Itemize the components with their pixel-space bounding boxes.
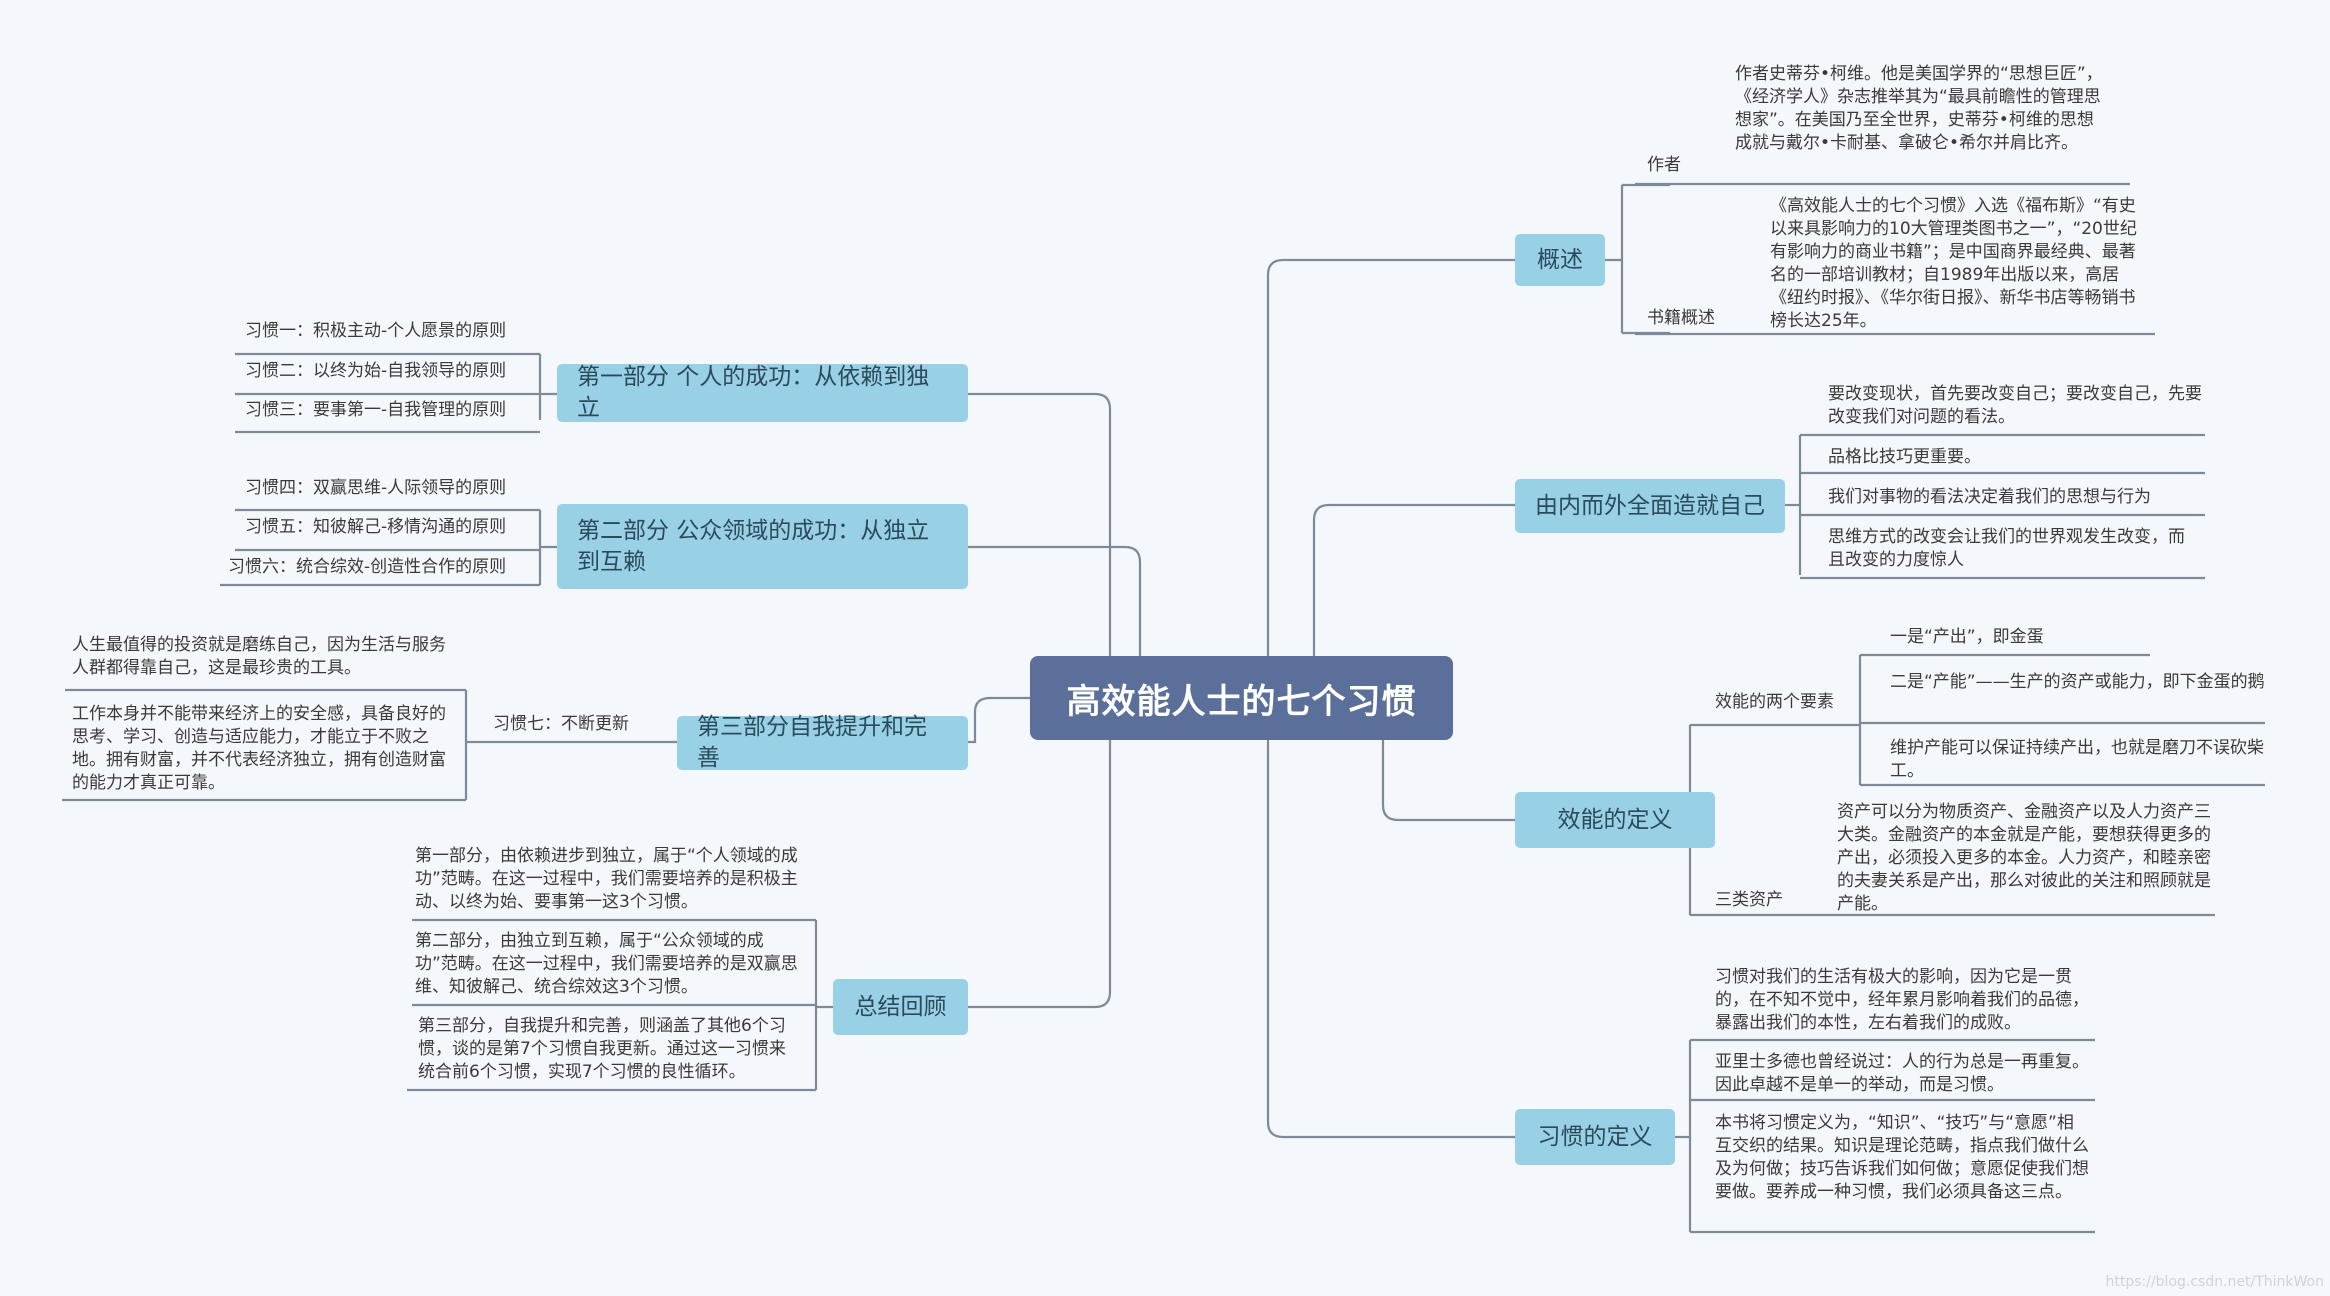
part1-habit3: 习惯三：要事第一-自我管理的原则	[245, 400, 507, 420]
summary-item-3: 第三部分，自我提升和完善，则涵盖了其他6个习惯，谈的是第7个习惯自我更新。通过这…	[418, 1016, 786, 1082]
habitdef-item-2: 亚里士多德也曾经说过：人的行为总是一再重复。因此卓越不是单一的举动，而是习惯。	[1715, 1052, 2089, 1095]
summary-item-1: 第一部分，由依赖进步到独立，属于“个人领域的成功”范畴。在这一过程中，我们需要培…	[415, 846, 798, 912]
part3-note-1: 人生最值得的投资就是磨练自己，因为生活与服务人群都得靠自己，这是最珍贵的工具。	[72, 635, 446, 678]
effect-two-label: 效能的两个要素	[1715, 692, 1834, 712]
branch-habit-def[interactable]: 习惯的定义	[1515, 1109, 1675, 1165]
link-root-summary	[968, 740, 1112, 1009]
link-root-insideout	[1312, 503, 1515, 656]
overview-book-text: 《高效能人士的七个习惯》入选《福布斯》“有史以来具影响力的10大管理类图书之一”…	[1770, 196, 2137, 331]
watermark: https://blog.csdn.net/ThinkWon	[2105, 1274, 2324, 1290]
part3-note-2: 工作本身并不能带来经济上的安全感，具备良好的思考、学习、创造与适应能力，才能立于…	[72, 704, 446, 793]
habitdef-item-1: 习惯对我们的生活有极大的影响，因为它是一贯的，在不知不觉中，经年累月影响着我们的…	[1715, 967, 2089, 1033]
insideout-item-2: 品格比技巧更重要。	[1828, 447, 1981, 467]
branch-part2[interactable]: 第二部分 公众领域的成功：从独立到互赖	[557, 504, 968, 589]
effect-two-item-1: 一是“产出”，即金蛋	[1890, 627, 2044, 647]
effect-two-item-3: 维护产能可以保证持续产出，也就是磨刀不误砍柴工。	[1890, 738, 2264, 781]
insideout-item-1: 要改变现状，首先要改变自己；要改变自己，先要改变我们对问题的看法。	[1828, 384, 2202, 427]
part3-habit7-label: 习惯七：不断更新	[493, 714, 629, 734]
overview-author-text: 作者史蒂芬•柯维。他是美国学界的“思想巨匠”，《经济学人》杂志推举其为“最具前瞻…	[1735, 64, 2103, 153]
branch-inside-out[interactable]: 由内而外全面造就自己	[1515, 479, 1785, 533]
link-root-part2	[968, 545, 1142, 656]
branch-part3[interactable]: 第三部分自我提升和完善	[677, 714, 968, 771]
part2-habit4: 习惯四：双赢思维-人际领导的原则	[245, 478, 507, 498]
root-topic[interactable]: 高效能人士的七个习惯	[1030, 656, 1453, 740]
part1-habit2: 习惯二：以终为始-自我领导的原则	[245, 361, 507, 381]
part2-habit6: 习惯六：统合综效-创造性合作的原则	[228, 557, 507, 577]
link-root-overview	[1266, 258, 1515, 656]
branch-part1[interactable]: 第一部分 个人的成功：从依赖到独立	[557, 364, 968, 422]
link-root-effect	[1381, 740, 1515, 822]
branch-overview[interactable]: 概述	[1515, 234, 1605, 286]
part1-habit1: 习惯一：积极主动-个人愿景的原则	[245, 321, 507, 341]
overview-author-label: 作者	[1647, 155, 1681, 175]
insideout-item-4: 思维方式的改变会让我们的世界观发生改变，而且改变的力度惊人	[1828, 527, 2185, 570]
part2-habit5: 习惯五：知彼解己-移情沟通的原则	[245, 517, 507, 537]
link-root-part3	[968, 696, 1030, 744]
link-root-habitdef	[1266, 740, 1515, 1139]
branch-summary[interactable]: 总结回顾	[833, 979, 968, 1035]
insideout-item-3: 我们对事物的看法决定着我们的思想与行为	[1828, 487, 2151, 507]
branch-effectiveness[interactable]: 效能的定义	[1515, 792, 1715, 848]
effect-two-item-2: 二是“产能”——生产的资产或能力，即下金蛋的鹅	[1890, 672, 2265, 692]
overview-book-label: 书籍概述	[1647, 308, 1715, 328]
effect-assets-label: 三类资产	[1715, 890, 1783, 910]
habitdef-item-3: 本书将习惯定义为，“知识”、“技巧”与“意愿”相互交织的结果。知识是理论范畴，指…	[1715, 1113, 2089, 1202]
effect-assets-text: 资产可以分为物质资产、金融资产以及人力资产三大类。金融资产的本金就是产能，要想获…	[1837, 802, 2211, 914]
summary-item-2: 第二部分，由独立到互赖，属于“公众领域的成功”范畴。在这一过程中，我们需要培养的…	[415, 931, 798, 997]
link-root-part1	[968, 392, 1112, 656]
